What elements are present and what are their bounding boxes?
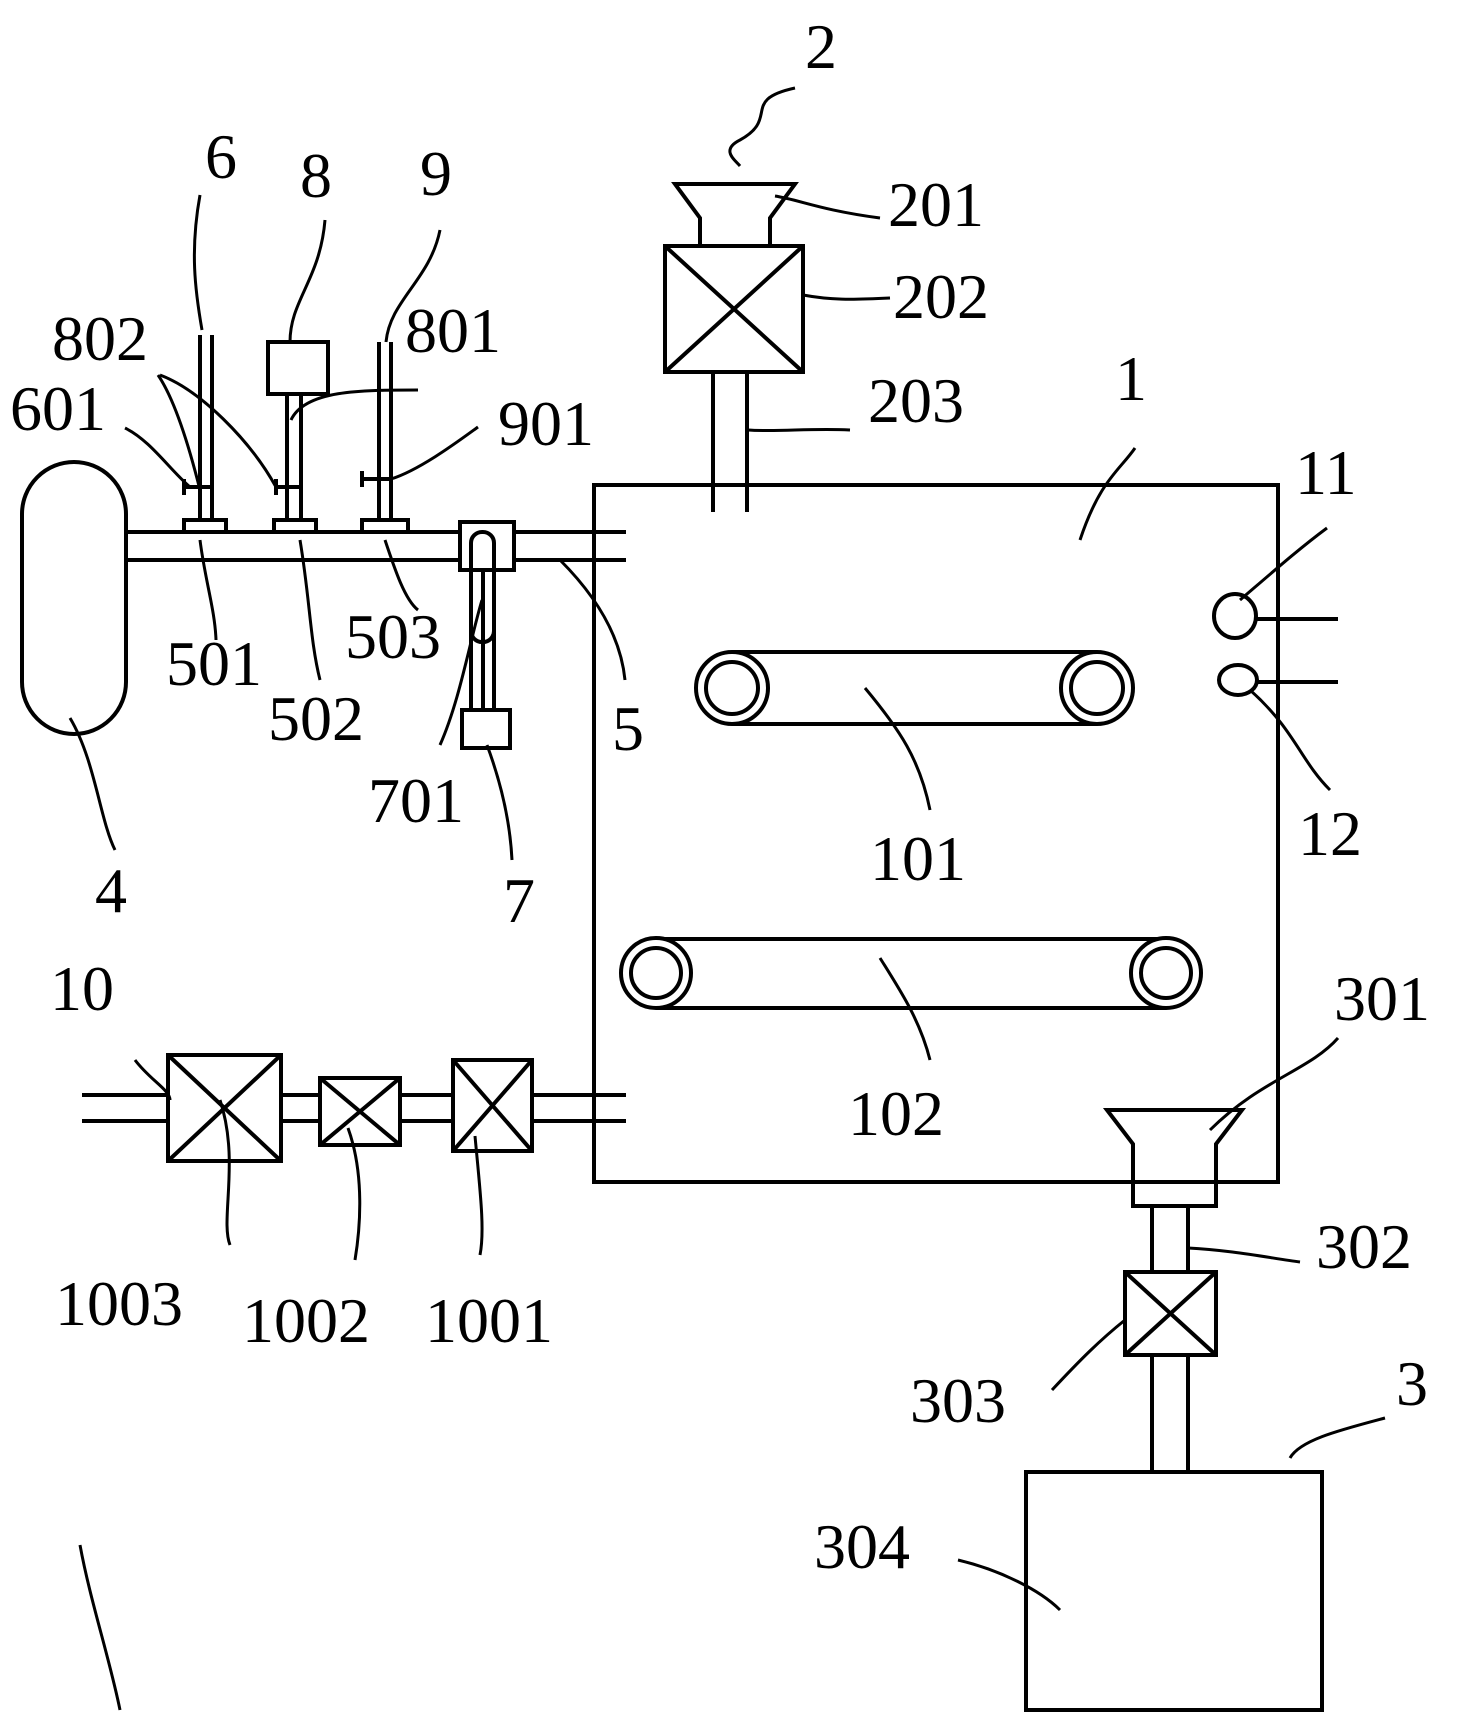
gauge-head bbox=[266, 340, 330, 396]
labels: 2 201 202 203 1 11 12 101 102 301 302 30… bbox=[10, 11, 1430, 1582]
label-901: 901 bbox=[498, 388, 594, 459]
label-503: 503 bbox=[345, 601, 441, 672]
label-4: 4 bbox=[95, 855, 127, 926]
label-203: 203 bbox=[868, 365, 964, 436]
label-802: 802 bbox=[52, 303, 148, 374]
label-202: 202 bbox=[893, 261, 989, 332]
label-304: 304 bbox=[814, 1511, 910, 1582]
valve-1003 bbox=[166, 1053, 283, 1163]
label-601: 601 bbox=[10, 373, 106, 444]
collection-box bbox=[1024, 1470, 1324, 1712]
label-1003: 1003 bbox=[55, 1268, 183, 1339]
conveyor-belt-lower bbox=[619, 936, 1203, 1010]
conveyor-belt-upper bbox=[694, 650, 1135, 726]
label-502: 502 bbox=[268, 683, 364, 754]
label-302: 302 bbox=[1316, 1211, 1412, 1282]
label-303: 303 bbox=[910, 1365, 1006, 1436]
label-102: 102 bbox=[848, 1078, 944, 1149]
label-501: 501 bbox=[166, 628, 262, 699]
outlet-9 bbox=[360, 342, 393, 520]
inlet-6 bbox=[182, 335, 214, 520]
main-chamber bbox=[592, 483, 1280, 1184]
label-9: 9 bbox=[420, 138, 452, 209]
label-801: 801 bbox=[405, 295, 501, 366]
discharge-device bbox=[1024, 1108, 1324, 1712]
label-12: 12 bbox=[1298, 798, 1362, 869]
label-3: 3 bbox=[1396, 1348, 1428, 1419]
label-701: 701 bbox=[368, 765, 464, 836]
discharge-hopper bbox=[1102, 1108, 1247, 1208]
label-201: 201 bbox=[888, 169, 984, 240]
feed-hopper bbox=[671, 182, 799, 248]
leader-lines bbox=[68, 86, 1386, 1711]
label-10: 10 bbox=[50, 953, 114, 1024]
sensor-11 bbox=[1212, 592, 1338, 640]
joint-503 bbox=[360, 518, 410, 534]
discharge-valve bbox=[1123, 1270, 1218, 1357]
joint-501 bbox=[182, 518, 228, 534]
label-101: 101 bbox=[870, 823, 966, 894]
vacuum-line bbox=[82, 1053, 626, 1163]
label-5: 5 bbox=[612, 693, 644, 764]
label-1: 1 bbox=[1115, 343, 1147, 414]
valve-1002 bbox=[318, 1076, 402, 1147]
gauge-8 bbox=[266, 340, 330, 520]
label-8: 8 bbox=[300, 140, 332, 211]
label-301: 301 bbox=[1334, 963, 1430, 1034]
label-11: 11 bbox=[1295, 437, 1357, 508]
label-1002: 1002 bbox=[242, 1285, 370, 1356]
branch-7 bbox=[458, 520, 516, 750]
branch-7-end bbox=[460, 708, 512, 750]
label-2: 2 bbox=[805, 11, 837, 82]
label-1001: 1001 bbox=[425, 1285, 553, 1356]
feeding-device bbox=[663, 182, 805, 512]
label-6: 6 bbox=[205, 121, 237, 192]
label-7: 7 bbox=[503, 865, 535, 936]
valve-1001 bbox=[451, 1058, 534, 1153]
gas-tank bbox=[20, 460, 128, 736]
feed-valve-box bbox=[663, 244, 805, 374]
joint-502 bbox=[272, 518, 318, 534]
sensor-12 bbox=[1217, 663, 1338, 697]
